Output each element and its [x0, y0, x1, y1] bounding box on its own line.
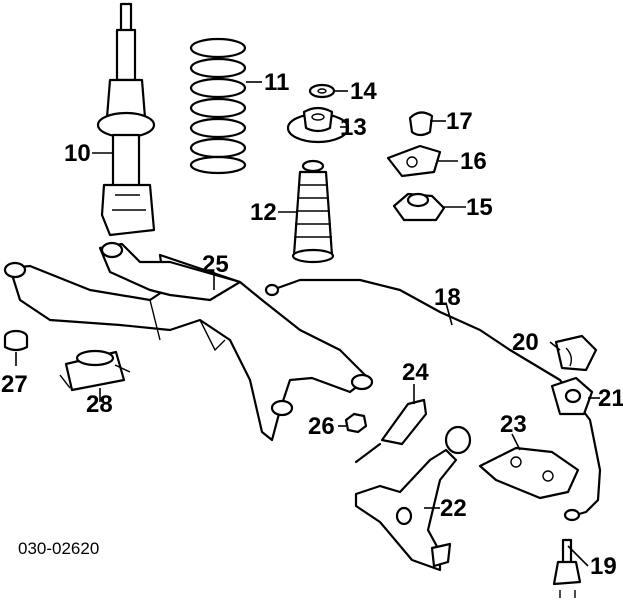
stabilizer-bar: [264, 278, 602, 522]
callout-23: 23: [500, 411, 527, 438]
callout-10: 10: [64, 140, 91, 167]
gusset-plate: [478, 446, 580, 500]
callout-12: 12: [250, 199, 277, 226]
callout-22: 22: [440, 495, 467, 522]
lower-control-arm: [354, 425, 472, 572]
callout-17: 17: [446, 108, 473, 135]
callout-18: 18: [434, 284, 461, 311]
dust-boot: [291, 159, 335, 264]
mount-bushing: [59, 349, 131, 392]
callout-25: 25: [202, 251, 229, 278]
callout-14: 14: [350, 78, 377, 105]
callout-15: 15: [466, 194, 493, 221]
callout-13: 13: [340, 114, 367, 141]
callout-26: 26: [308, 413, 335, 440]
callout-11: 11: [264, 69, 289, 96]
callout-21: 21: [598, 385, 623, 412]
callout-19: 19: [590, 553, 617, 580]
callout-16: 16: [460, 148, 487, 175]
leader-lines: [15, 81, 600, 567]
nut: [344, 412, 368, 434]
stabilizer-link: [552, 538, 582, 598]
bracket: [354, 398, 428, 464]
callout-27: 27: [1, 371, 28, 398]
bushing-small: [3, 329, 29, 352]
washer: [308, 83, 336, 99]
stabilizer-bushing: [550, 376, 594, 416]
mount-plate: [386, 144, 442, 178]
bump-stop: [408, 111, 434, 137]
strut-assembly: [96, 2, 156, 237]
stabilizer-bracket: [554, 334, 598, 372]
callout-20: 20: [512, 329, 539, 356]
callout-28: 28: [86, 391, 113, 418]
upper-mount: [392, 192, 446, 222]
strut-mount: [286, 106, 350, 144]
subframe-crossmember: [3, 241, 374, 442]
reference-code: 030-02620: [18, 539, 99, 558]
coil-spring: [189, 37, 247, 175]
callout-24: 24: [402, 359, 429, 386]
callout-labels: 10 11 12 13 14 15 16 17 18 19 20 21 22 2…: [1, 69, 623, 580]
